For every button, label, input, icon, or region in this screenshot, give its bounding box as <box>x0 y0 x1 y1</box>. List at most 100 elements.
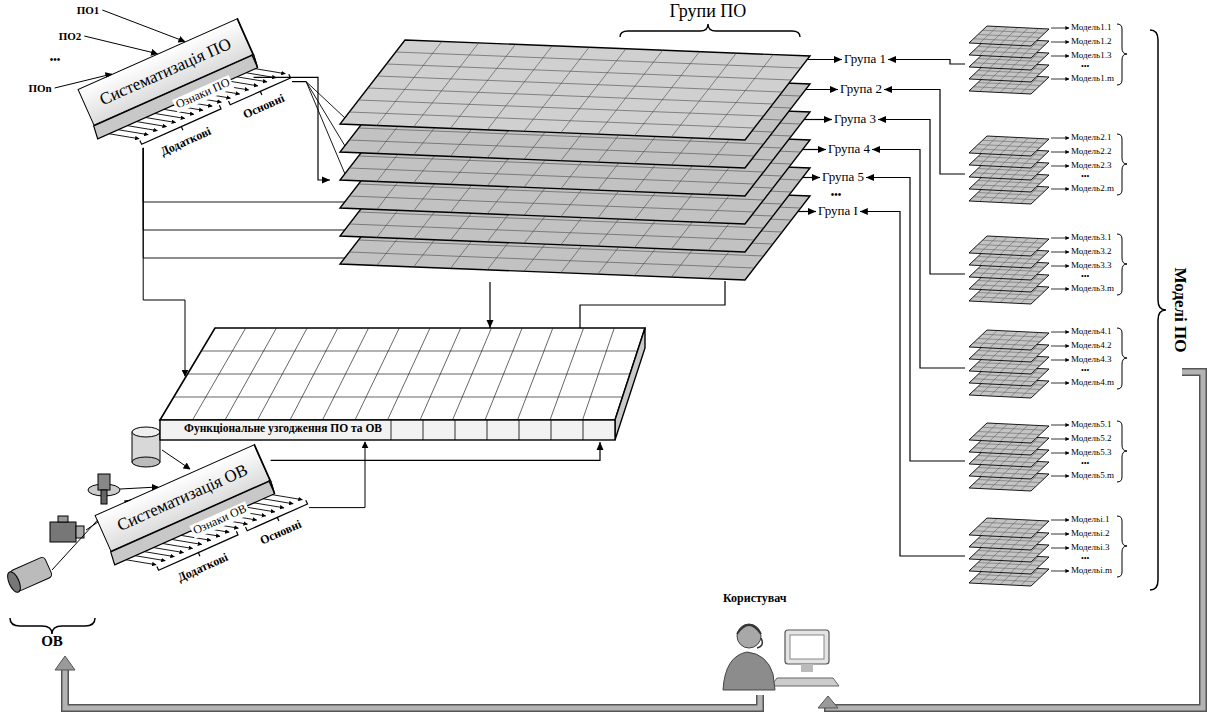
group-text: Група 5 <box>822 170 864 185</box>
grid-line <box>978 480 1040 483</box>
user-arrow <box>55 656 75 670</box>
feature-arrow <box>137 122 167 127</box>
feature-arrow <box>126 560 156 565</box>
connector <box>487 282 494 328</box>
model-arrow <box>1051 520 1069 521</box>
ellipsis: ••• <box>50 54 61 66</box>
group-label: Група 3 <box>832 112 878 127</box>
model-arrow <box>1051 238 1069 239</box>
grid-line <box>974 567 1036 570</box>
arrow-head <box>487 320 494 328</box>
ellipsis: ••• <box>1081 172 1089 181</box>
headset <box>737 625 761 634</box>
feature-arrow <box>254 503 284 508</box>
model-arrow <box>1051 360 1069 361</box>
grid-line <box>978 551 1040 554</box>
grid-line <box>978 169 1040 172</box>
model-label: Модель2.m <box>1071 183 1114 193</box>
grid-line <box>377 76 782 92</box>
group-heading: Основні <box>256 517 305 549</box>
cylinder-icon <box>132 457 160 467</box>
model-arrow <box>1051 266 1069 267</box>
model-stack: Модель3.1Модель3.2Модель3.3•••Модель3.m <box>965 228 1135 320</box>
grid-line <box>368 88 773 104</box>
user-link <box>65 668 760 708</box>
model-label: Модель4.2 <box>1071 340 1111 350</box>
models-link <box>828 372 1203 708</box>
model-layer <box>969 26 1049 46</box>
grid-line <box>974 343 1036 346</box>
model-label: Модель3.3 <box>1071 260 1111 270</box>
grid-line <box>561 49 626 133</box>
model-arrow <box>1051 383 1069 384</box>
keyboard <box>771 678 839 686</box>
feature-link <box>143 148 345 202</box>
arrow-head <box>884 86 892 93</box>
grid-line <box>974 197 1036 200</box>
feature-arrow <box>144 552 174 557</box>
grid-line <box>978 351 1040 354</box>
model-label: Модель5.m <box>1071 470 1114 480</box>
grid-line <box>974 367 1036 370</box>
grid-line <box>978 35 1040 38</box>
connector <box>884 86 965 174</box>
grid-line <box>978 468 1040 471</box>
arrow-head <box>812 174 820 181</box>
grid-line <box>974 63 1036 66</box>
model-arrow <box>1051 152 1069 153</box>
slab-cell <box>423 420 424 440</box>
model-arrow <box>1051 42 1069 43</box>
group-text: Група 3 <box>834 112 876 127</box>
grid-line <box>524 47 589 131</box>
group-text: Група 4 <box>828 142 870 157</box>
grid-line <box>671 53 736 137</box>
model-label: Модель5.3 <box>1071 447 1111 457</box>
group-brace <box>620 24 800 37</box>
group-layer <box>340 40 810 140</box>
grid-line <box>978 539 1040 542</box>
grid-line <box>974 460 1036 463</box>
user-name: Користувач <box>723 592 787 606</box>
grid-line <box>974 249 1036 252</box>
slab-cell <box>583 420 584 440</box>
connector <box>878 116 965 274</box>
slab-cell <box>519 420 520 440</box>
model-label: Модель4.m <box>1071 377 1114 387</box>
grid-line <box>983 427 1045 430</box>
arrow-head <box>322 177 330 184</box>
grid-line <box>974 161 1036 164</box>
grid-line <box>974 185 1036 188</box>
model-arrow <box>1051 166 1069 167</box>
grid-line <box>974 579 1036 582</box>
connector-line <box>254 77 330 180</box>
stack-heading: Групи ПО <box>670 1 747 22</box>
grid-line <box>974 285 1036 288</box>
grid-line <box>978 193 1040 196</box>
grid-line <box>349 168 754 184</box>
feature-link <box>143 148 345 258</box>
group-heading: Основні <box>239 91 288 123</box>
model-label: Модель2.1 <box>1071 132 1111 142</box>
group-label: Група 1 <box>842 52 888 67</box>
grid-line <box>974 173 1036 176</box>
grid-line <box>974 448 1036 451</box>
body <box>723 652 775 690</box>
feature-link <box>309 442 365 508</box>
model-label: Модельі.2 <box>1071 528 1109 538</box>
model-stack: Модель4.1Модель4.2Модель4.3•••Модель4.m <box>965 322 1135 414</box>
ov-brace <box>10 618 95 634</box>
model-brace <box>1117 134 1127 195</box>
grid-line <box>974 51 1036 54</box>
grid-line <box>349 140 754 156</box>
model-arrow <box>1051 346 1069 347</box>
model-arrow <box>1051 332 1069 333</box>
grid-line <box>974 555 1036 558</box>
grid-line <box>974 75 1036 78</box>
grid-line <box>978 387 1040 390</box>
grid-line <box>188 374 631 375</box>
grid-line <box>396 52 801 68</box>
model-label: Модель4.3 <box>1071 354 1111 364</box>
feature-arrow <box>127 126 157 131</box>
feature-arrow <box>154 548 184 553</box>
connector-line <box>888 60 965 65</box>
